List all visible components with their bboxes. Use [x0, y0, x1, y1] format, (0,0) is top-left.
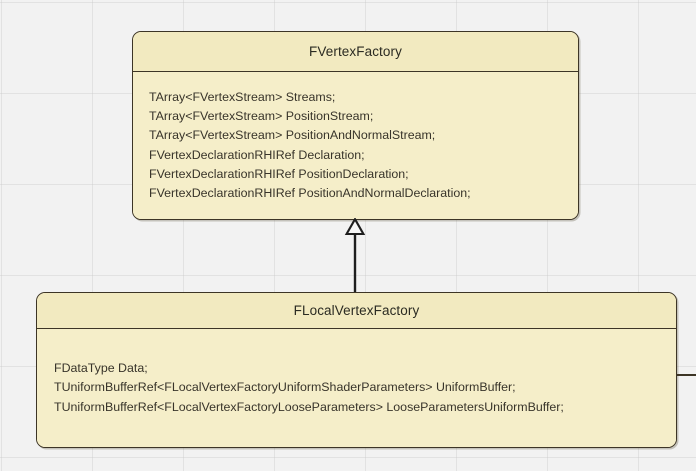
class-title-fvertexfactory: FVertexFactory — [133, 32, 578, 72]
class-box-fvertexfactory[interactable]: FVertexFactory TArray<FVertexStream> Str… — [132, 31, 579, 220]
generalization-arrow-icon — [344, 218, 366, 294]
class-attribute: TArray<FVertexStream> PositionAndNormalS… — [149, 128, 436, 143]
class-attribute: FVertexDeclarationRHIRef PositionAndNorm… — [149, 185, 471, 200]
class-attribute: FVertexDeclarationRHIRef PositionDeclara… — [149, 166, 409, 181]
class-attributes-flocalvertexfactory: FDataType Data; TUniformBufferRef<FLocal… — [37, 329, 676, 447]
class-attribute: FVertexDeclarationRHIRef Declaration; — [149, 147, 365, 162]
class-attribute: TArray<FVertexStream> PositionStream; — [149, 109, 374, 124]
class-attribute: TUniformBufferRef<FLocalVertexFactoryUni… — [54, 380, 516, 395]
class-box-flocalvertexfactory[interactable]: FLocalVertexFactory FDataType Data; TUni… — [36, 292, 677, 448]
class-title-flocalvertexfactory: FLocalVertexFactory — [37, 293, 676, 329]
connector-line-right — [676, 374, 696, 377]
class-attributes-fvertexfactory: TArray<FVertexStream> Streams; TArray<FV… — [133, 72, 578, 219]
class-attribute: TArray<FVertexStream> Streams; — [149, 89, 336, 104]
class-attribute: TUniformBufferRef<FLocalVertexFactoryLoo… — [54, 399, 564, 414]
class-attribute: FDataType Data; — [54, 361, 148, 376]
